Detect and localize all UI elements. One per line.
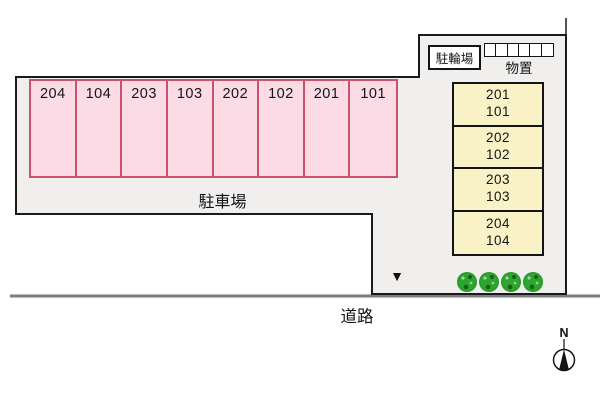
parking-stall: 202: [214, 81, 260, 176]
parking-area-label: 駐車場: [198, 194, 247, 211]
bicycle-parking-label: 駐輪場: [435, 52, 474, 66]
parking-stall: 103: [168, 81, 214, 176]
parking-stall: 104: [77, 81, 123, 176]
storage-label: 物置: [505, 61, 533, 76]
parking-stall: 204: [31, 81, 77, 176]
room-unit: 202 102: [454, 127, 542, 169]
room-number-lower: 103: [485, 189, 511, 205]
room-unit: 204 104: [454, 212, 542, 255]
room-number-lower: 102: [485, 146, 511, 162]
room-number-upper: 202: [485, 129, 511, 145]
storage-shed-unit: [542, 44, 553, 56]
tree-icon: [523, 272, 543, 292]
north-compass-icon: N: [552, 326, 576, 372]
apartment-building: 201 101 202 102 203 103 204 104: [452, 82, 544, 256]
tree-icon: [479, 272, 499, 292]
room-number-lower: 101: [485, 104, 511, 120]
room-number-upper: 201: [485, 87, 511, 103]
storage-shed-unit: [508, 44, 519, 56]
storage-shed-unit: [519, 44, 531, 56]
tree-icon: [457, 272, 477, 292]
room-number-upper: 204: [485, 215, 511, 231]
room-number-lower: 104: [485, 232, 511, 248]
storage-shed-unit: [496, 44, 508, 56]
parking-stall: 201: [305, 81, 351, 176]
entrance-marker-triangle-icon: ▼: [390, 268, 404, 284]
storage-shed-unit: [530, 44, 542, 56]
room-number-upper: 203: [485, 172, 511, 188]
storage-shed-unit: [485, 44, 497, 56]
road-label: 道路: [340, 308, 374, 326]
tree-icon: [501, 272, 521, 292]
room-unit: 203 103: [454, 169, 542, 212]
parking-stall: 101: [360, 86, 387, 102]
storage-shed-row: [484, 43, 554, 57]
room-unit: 201 101: [454, 84, 542, 127]
parking-stall-row: 204 104 203 103 202 102 201 101: [29, 79, 398, 178]
parking-stall: 203: [122, 81, 168, 176]
parking-stall: 102: [259, 81, 305, 176]
compass-north-label: N: [559, 326, 568, 340]
bicycle-parking-box: 駐輪場: [428, 45, 481, 70]
